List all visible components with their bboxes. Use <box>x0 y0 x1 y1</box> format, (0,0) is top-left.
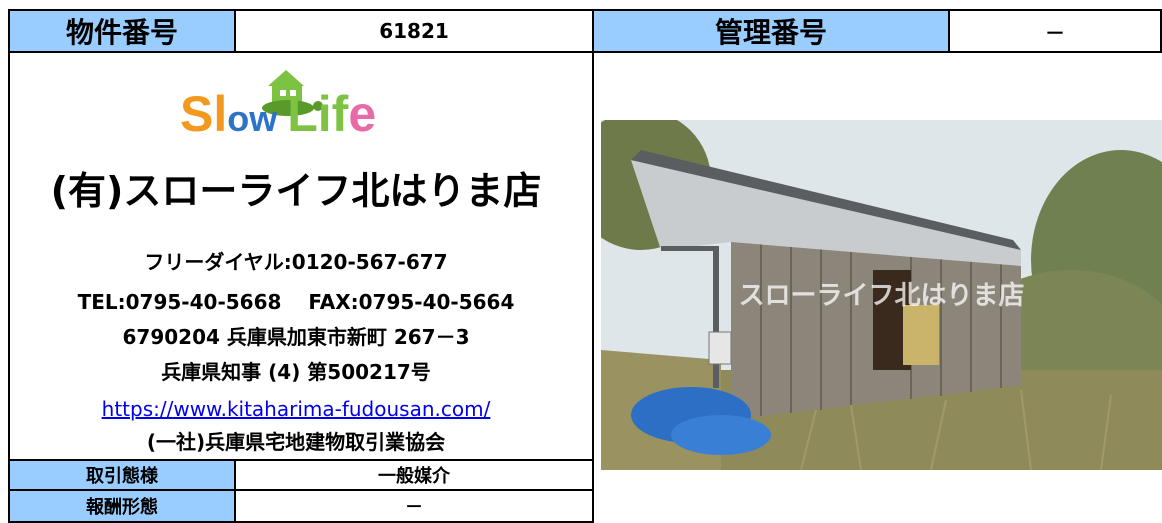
freedial-number: フリーダイヤル:0120-567-677 <box>144 250 448 274</box>
transaction-type-value: 一般媒介 <box>234 459 594 491</box>
fee-type-value-text: － <box>405 497 423 518</box>
cabin-photo-icon <box>601 120 1162 470</box>
company-name: (有)スローライフ北はりま店 <box>50 169 542 213</box>
fee-type-label-text: 報酬形態 <box>86 497 158 518</box>
property-number-label-text: 物件番号 <box>65 16 178 49</box>
management-number-label: 管理番号 <box>592 9 950 53</box>
association-name: (一社)兵庫県宅地建物取引業協会 <box>146 430 446 454</box>
tel-fax: TEL:0795-40-5668 FAX:0795-40-5664 <box>77 290 515 314</box>
management-number-value: － <box>948 9 1162 53</box>
fee-type-value: － <box>234 489 594 523</box>
transaction-type-label: 取引態様 <box>8 459 236 491</box>
logo-house-turtle-icon <box>262 70 323 116</box>
fee-type-label: 報酬形態 <box>8 489 236 523</box>
property-number-label: 物件番号 <box>8 9 236 53</box>
photo-watermark: スローライフ北はりま店 <box>738 281 1025 311</box>
company-panel <box>8 51 594 461</box>
logo-text-sl: Sl <box>180 86 228 142</box>
website-link-row: https://www.kitaharima-fudousan.com/ <box>0 395 592 423</box>
logo-text-e: e <box>348 86 377 142</box>
logo-text-lif: Lif <box>287 86 349 142</box>
property-photo: スローライフ北はりま店 <box>601 120 1162 470</box>
management-number-value-text: － <box>1045 20 1065 45</box>
property-number-value: 61821 <box>234 9 594 53</box>
management-number-label-text: 管理番号 <box>714 16 827 49</box>
license-number: 兵庫県知事 (4) 第500217号 <box>161 360 431 384</box>
company-address: 6790204 兵庫県加東市新町 267－3 <box>122 325 470 349</box>
website-link[interactable]: https://www.kitaharima-fudousan.com/ <box>101 397 491 421</box>
transaction-type-label-text: 取引態様 <box>86 466 158 487</box>
transaction-type-value-text: 一般媒介 <box>378 466 450 487</box>
logo-text-ow: ow <box>227 98 278 139</box>
property-number-value-text: 61821 <box>379 19 449 43</box>
